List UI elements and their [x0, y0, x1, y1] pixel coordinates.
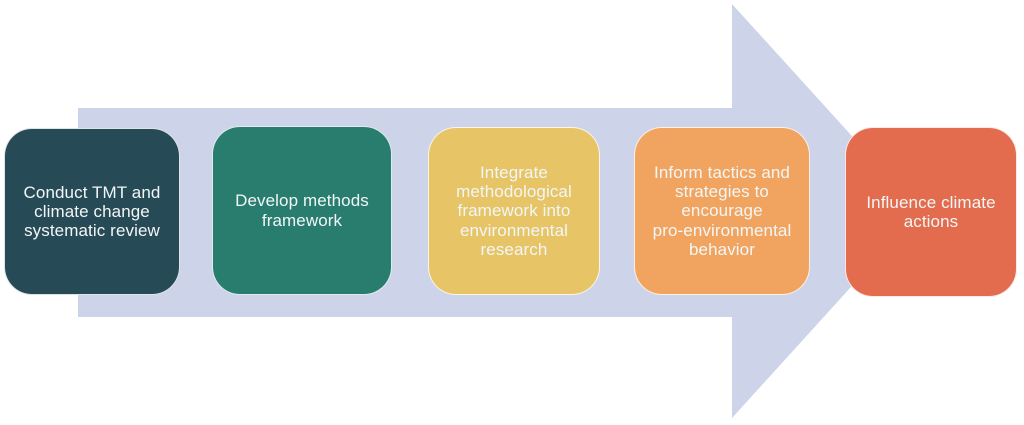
- process-step-2: Develop methods framework: [212, 126, 392, 295]
- process-step-4: Inform tactics and strategies to encoura…: [634, 127, 810, 295]
- process-step-5: Influence climate actions: [845, 127, 1017, 297]
- process-step-3: Integrate methodological framework into …: [428, 127, 600, 295]
- process-step-2-label: Develop methods framework: [235, 191, 369, 230]
- process-step-1: Conduct TMT and climate change systemati…: [4, 128, 180, 295]
- process-step-1-label: Conduct TMT and climate change systemati…: [23, 182, 161, 241]
- process-step-5-label: Influence climate actions: [866, 192, 996, 231]
- process-step-4-label: Inform tactics and strategies to encoura…: [652, 163, 792, 259]
- process-step-3-label: Integrate methodological framework into …: [456, 163, 572, 259]
